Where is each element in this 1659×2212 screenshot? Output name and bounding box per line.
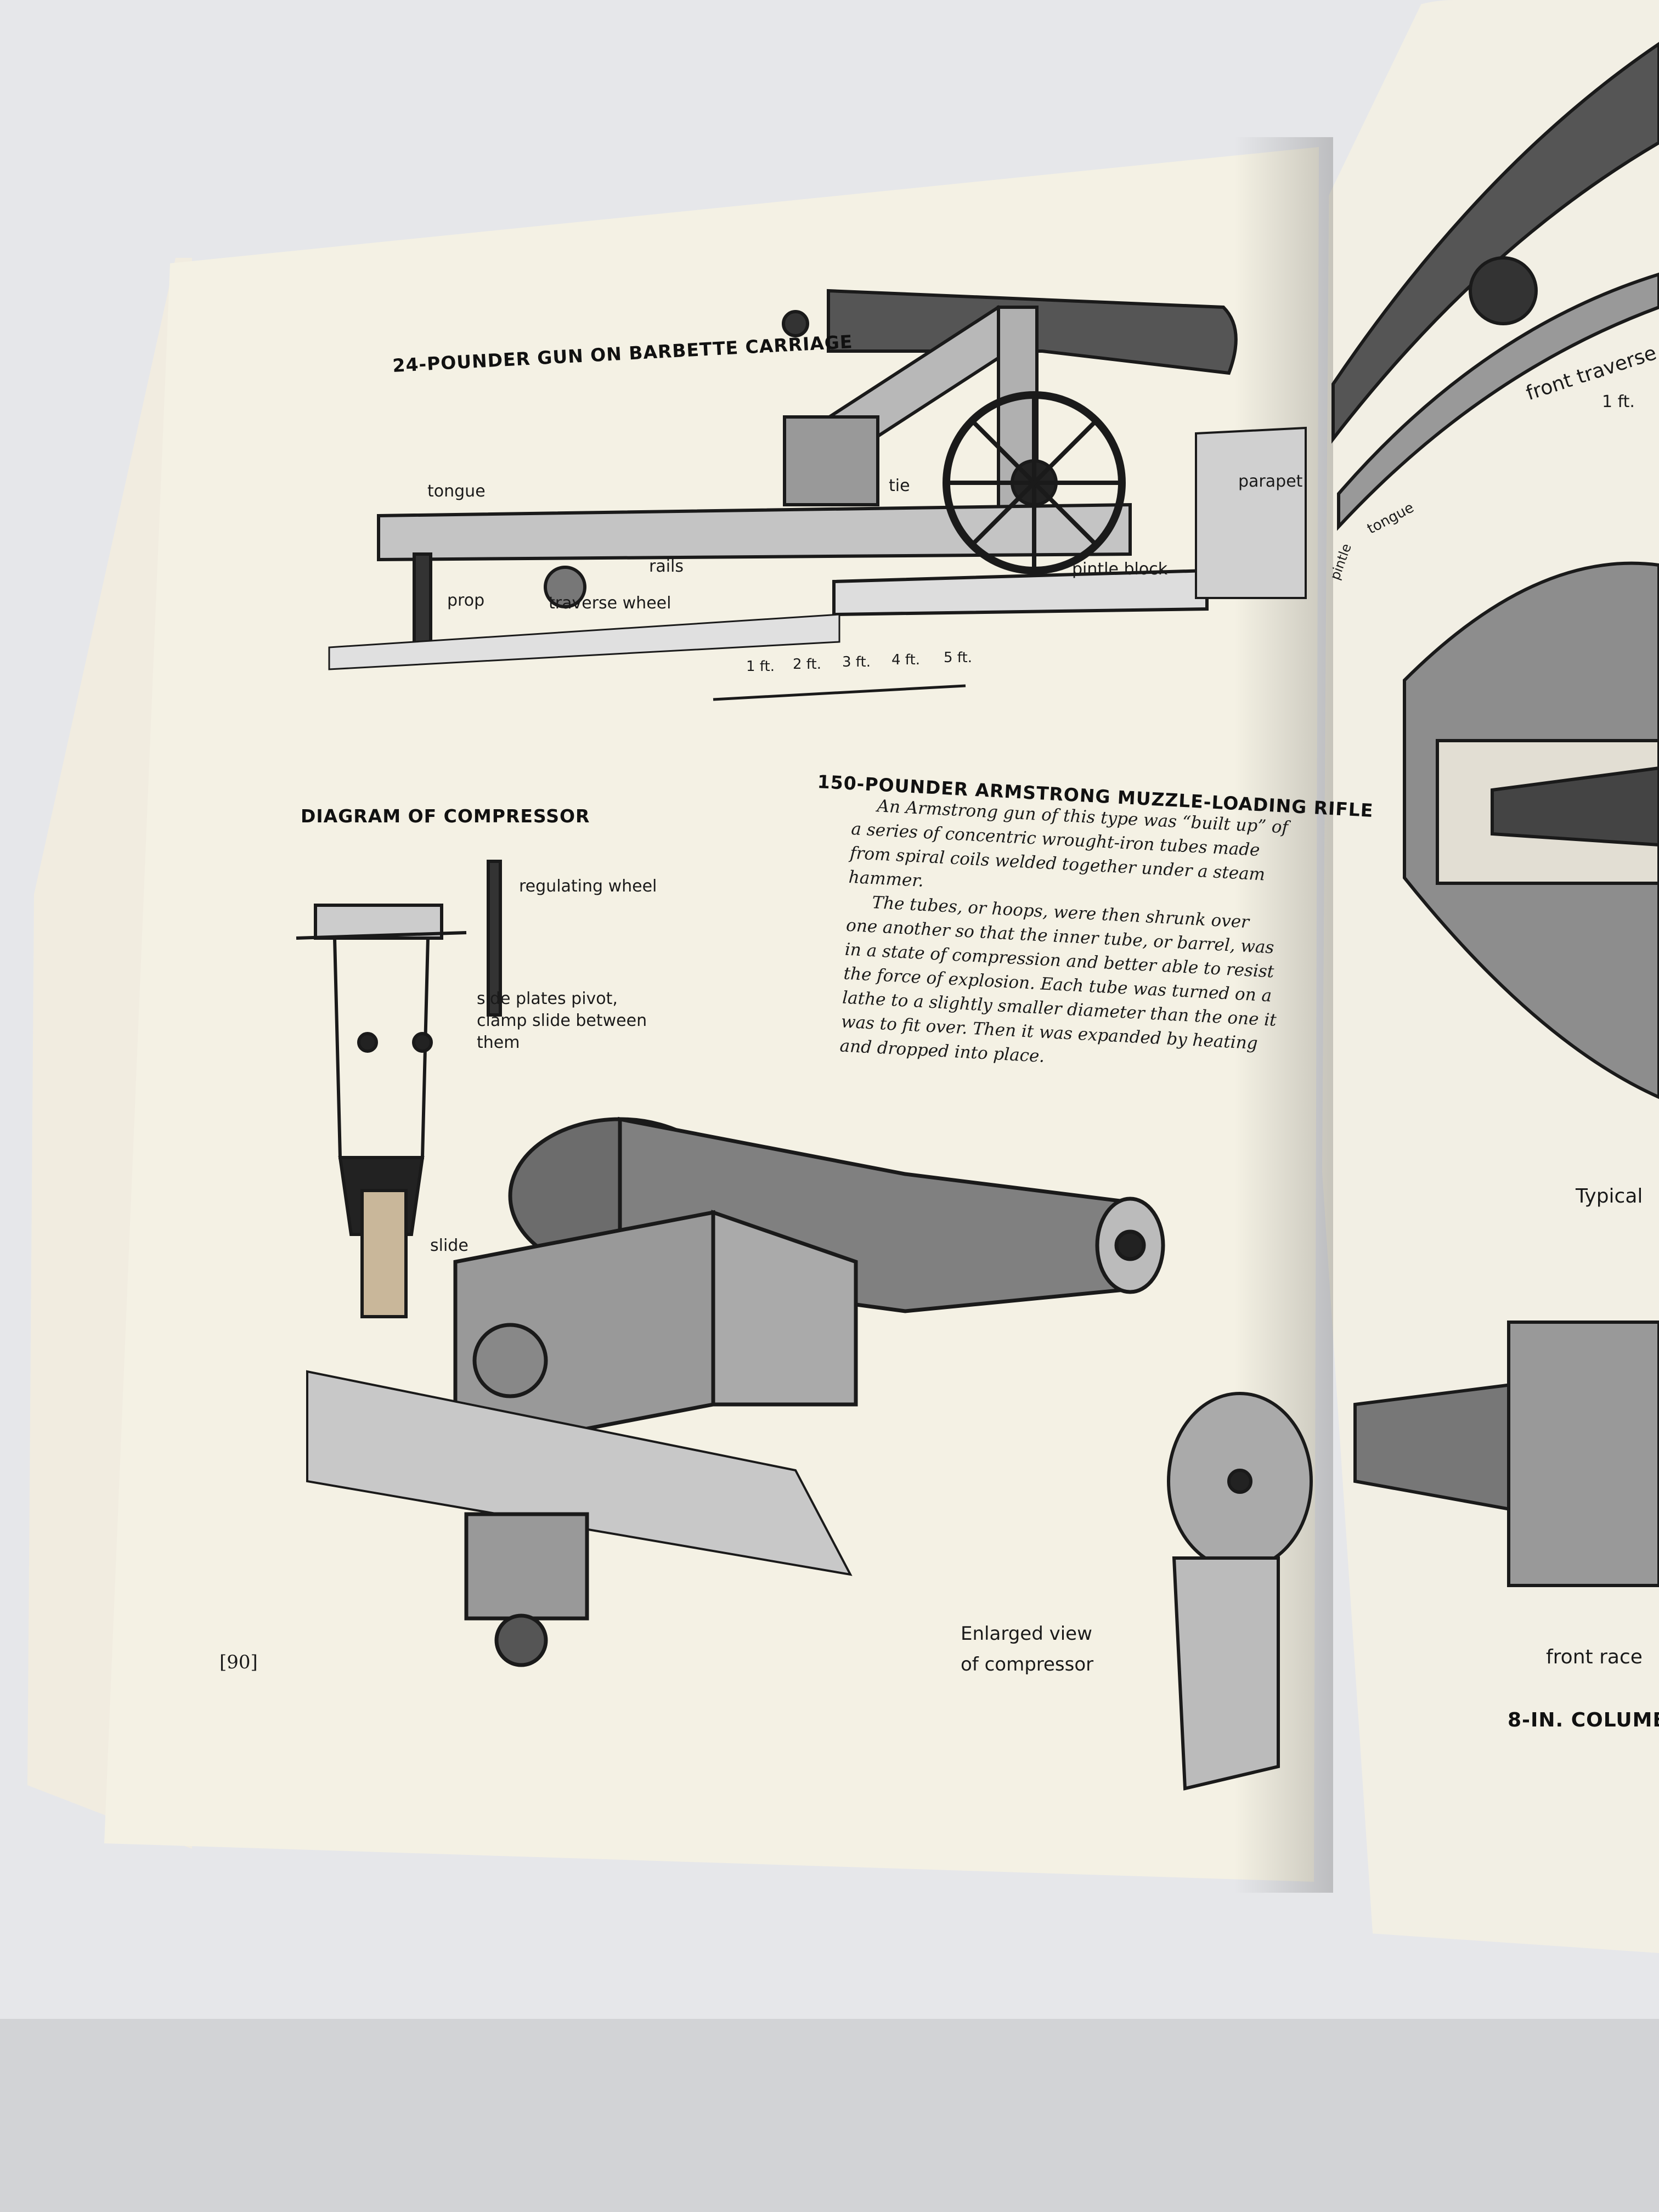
compressor-title: DIAGRAM OF COMPRESSOR [301, 805, 590, 827]
label-enlarged-2: of compressor [961, 1654, 1094, 1675]
scale-5ft: 5 ft. [944, 650, 972, 666]
label-typical: Typical [1576, 1185, 1643, 1207]
label-1ft: 1 ft. [1602, 392, 1635, 411]
compressor-diagram [296, 860, 502, 1318]
scale-2ft: 2 ft. [793, 656, 821, 673]
label-tie: tie [889, 476, 910, 495]
label-slide: slide [430, 1236, 469, 1255]
right-caption: 8-IN. COLUMB [1508, 1709, 1659, 1731]
label-side-plates-3: them [477, 1033, 520, 1052]
label-enlarged-1: Enlarged view [961, 1623, 1092, 1645]
left-page [104, 147, 1319, 1882]
barbette-gun-illustration [328, 289, 1307, 701]
label-regulating-wheel: regulating wheel [519, 877, 657, 896]
label-tongue: tongue [427, 482, 486, 501]
page-number: [90] [219, 1651, 258, 1673]
table-surface [0, 2019, 1659, 2212]
enlarged-compressor-illustration [1167, 1392, 1313, 1791]
label-parapet: parapet [1238, 472, 1303, 491]
armstrong-gun-illustration [306, 1116, 1165, 1667]
label-rails: rails [649, 557, 684, 576]
label-pintle-block: pintle block [1072, 560, 1168, 579]
label-side-plates-1: side plates pivot, [477, 989, 618, 1008]
scale-1ft: 1 ft. [746, 658, 775, 675]
armstrong-text: An Armstrong gun of this type was “built… [839, 793, 1291, 1081]
label-prop: prop [447, 591, 485, 610]
scale-3ft: 3 ft. [842, 654, 871, 670]
paragraph: The tubes, or hoops, were then shrunk ov… [839, 893, 1277, 1066]
label-front-race: front race [1546, 1646, 1643, 1668]
right-page-illustrations [1331, 42, 1659, 1587]
scale-4ft: 4 ft. [891, 652, 920, 668]
label-side-plates-2: clamp slide between [477, 1011, 647, 1030]
label-traverse-wheel: traverse wheel [549, 594, 672, 613]
